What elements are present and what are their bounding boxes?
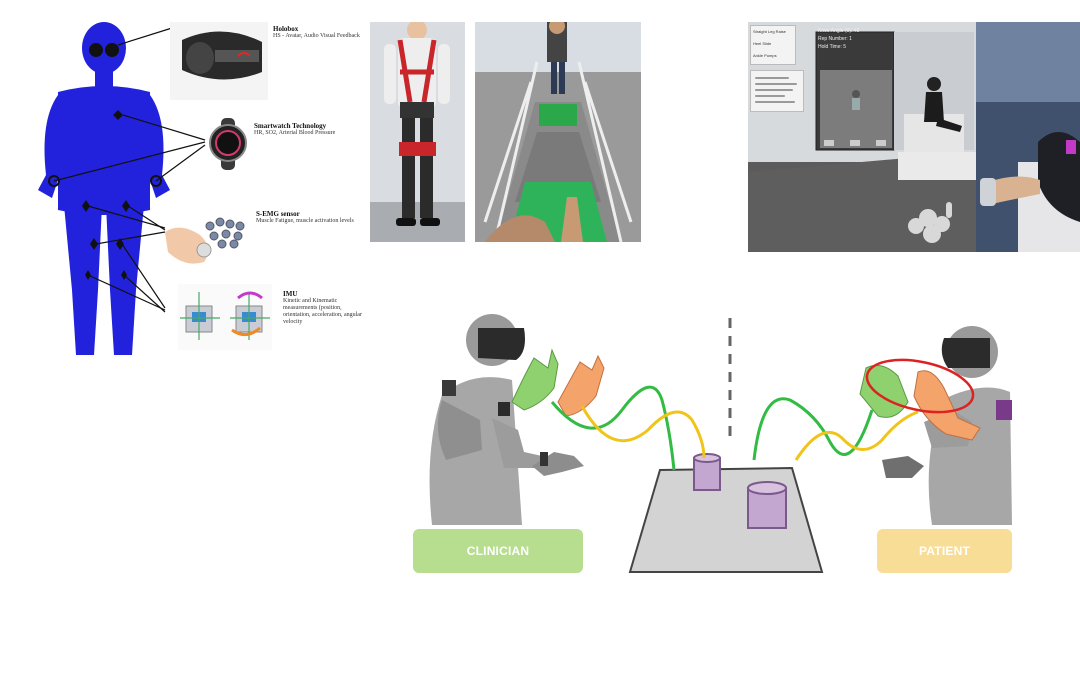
imu-desc: Kinetic and Kinematic measurements (posi… <box>283 298 362 325</box>
emg-title: S-EMG sensor <box>256 210 300 218</box>
knee-angle-stat: Knee Angle (0): 45 <box>818 28 860 34</box>
yellow-motion-wave-right <box>794 410 919 461</box>
vr-clinic-room: Straight Leg Raise Heel Slide Ankle Pump… <box>748 22 1080 252</box>
highlight-ellipse <box>865 358 975 414</box>
vr-instructions-panel <box>750 70 804 112</box>
smartwatch-icon <box>209 118 247 170</box>
smartwatch-title: Smartwatch Technology <box>254 122 327 130</box>
patient-label: PATIENT <box>877 529 1012 573</box>
vr-stairs-scene <box>475 22 641 242</box>
cup-large <box>747 481 787 529</box>
imu-title: IMU <box>283 290 298 298</box>
clinician-vr-headset-icon <box>478 328 525 360</box>
human-silhouette <box>38 22 170 355</box>
vr-exercise-menu: Straight Leg Raise Heel Slide Ankle Pump… <box>750 25 796 65</box>
telerehab-scene <box>429 314 1012 573</box>
exoskeleton-person <box>370 22 465 242</box>
green-motion-wave <box>550 385 676 471</box>
connector-lines <box>53 27 206 313</box>
body-sensor-figure <box>38 22 272 355</box>
cup-small <box>693 453 721 491</box>
rep-number-stat: Rep Number: 1 <box>818 36 852 42</box>
headset-device-icon <box>170 22 268 100</box>
clinician-virtual-orange-hand-icon <box>557 354 605 417</box>
menu-item-straight-leg-raise[interactable]: Straight Leg Raise <box>753 29 786 34</box>
emg-sensor-icon <box>165 217 245 264</box>
clinician-label: CLINICIAN <box>413 529 583 573</box>
menu-item-ankle-pumps[interactable]: Ankle Pumps <box>753 53 777 58</box>
emg-desc: Muscle Fatigue, muscle activation levels <box>256 218 354 224</box>
patient-glove-icon <box>882 456 924 478</box>
patient-vr-headset-icon <box>941 338 990 368</box>
green-motion-wave-right <box>752 397 874 461</box>
smartwatch-desc: HR, SO2, Arterial Blood Pressure <box>254 130 336 136</box>
hold-time-stat: Hold Time: 5 <box>818 44 847 50</box>
holobox-title: Holobox <box>273 25 299 33</box>
vr-stairs-render <box>475 22 641 242</box>
holobox-desc: HS - Avatar, Audio Visual Feedback <box>273 33 360 39</box>
exoskeleton-photo <box>370 22 465 242</box>
clinician-virtual-green-hand-icon <box>511 348 559 411</box>
clinician-figure <box>429 314 584 525</box>
imu-sensor-icon <box>178 284 272 350</box>
vr-hand-model <box>908 202 952 243</box>
vr-room-render <box>748 22 1080 252</box>
menu-item-heel-slide[interactable]: Heel Slide <box>753 41 772 46</box>
patient-virtual-orange-hand-icon <box>913 370 981 441</box>
table-top <box>628 466 824 573</box>
yellow-motion-wave <box>580 405 706 459</box>
